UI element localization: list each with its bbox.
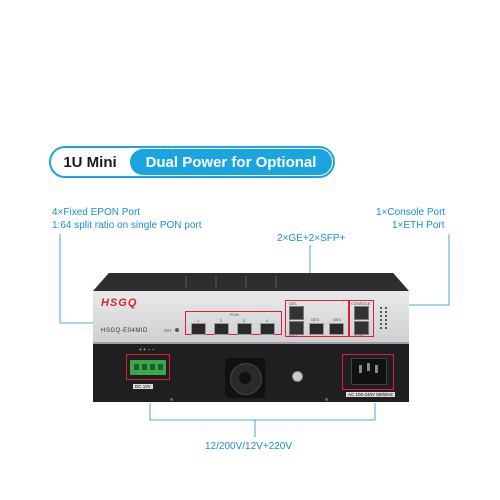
- ge-highlight-box: [285, 300, 349, 337]
- console-callout-line2: 1×ETH Port: [392, 220, 445, 231]
- ge3-sfp-port[interactable]: [309, 323, 324, 335]
- dc-terminal-signs: + + − −: [139, 347, 155, 353]
- ge1-port[interactable]: [289, 306, 304, 320]
- status-led: [380, 307, 382, 309]
- pon-port-2[interactable]: [214, 323, 229, 335]
- pon-port-1[interactable]: [191, 323, 206, 335]
- status-led: [380, 323, 382, 325]
- pon-label: PON: [230, 312, 239, 317]
- screw-icon: [325, 398, 328, 401]
- console-callout-line1: 1×Console Port: [376, 207, 446, 218]
- pon-number-1: 1: [197, 318, 200, 323]
- console-highlight-box: [349, 300, 374, 337]
- power-callout: 12/200V/12V+220V: [205, 441, 293, 452]
- vent-slots: [185, 276, 305, 288]
- pon-port-4[interactable]: [260, 323, 275, 335]
- device-top-cover: [93, 273, 409, 291]
- dc-label: DC 12V: [133, 384, 153, 389]
- ge2-port[interactable]: [289, 321, 304, 335]
- status-led: [385, 315, 387, 317]
- status-led: [380, 319, 382, 321]
- status-led: [385, 319, 387, 321]
- pon-number-2: 2: [220, 318, 223, 323]
- console-label: CONSOLE: [351, 301, 371, 306]
- dc-highlight-box: [126, 354, 170, 380]
- pon-callout-line1: 4×Fixed EPON Port: [52, 207, 141, 218]
- status-led: [380, 327, 382, 329]
- pon-callout-line2: 1:64 split ratio on single PON port: [52, 220, 202, 231]
- ge2-label: GE2: [289, 333, 298, 338]
- power-bracket-line: [149, 403, 376, 421]
- console-leader-line: [408, 234, 450, 306]
- fan-grille: [225, 358, 265, 398]
- ge1-label: GE1: [289, 301, 298, 306]
- title-pill: 1U Mini Dual Power for Optional: [49, 146, 335, 178]
- brand-logo: HSGQ: [101, 297, 138, 309]
- eth-port[interactable]: [354, 321, 369, 335]
- dc-terminal-block[interactable]: [130, 360, 166, 375]
- model-label: HSGQ-E04MID: [101, 328, 148, 334]
- ge4-label: GE4: [333, 317, 342, 322]
- ac-highlight-box: [342, 354, 394, 390]
- ge3-label: GE3: [311, 317, 320, 322]
- status-led: [385, 311, 387, 313]
- ground-screw-icon: [292, 371, 303, 382]
- rear-panel: + + − − DC 12V AC 100-240V 50/60Hz: [93, 344, 409, 402]
- pon-highlight-box: [185, 311, 282, 335]
- ge-callout: 2×GE+2×SFP+: [277, 233, 346, 244]
- status-led: [380, 311, 382, 313]
- pon-port-3[interactable]: [237, 323, 252, 335]
- ac-label: AC 100-240V 50/60Hz: [346, 392, 396, 397]
- front-panel: HSGQ HSGQ-E04MID PON 1 2 3 4 RST GE1 GE2…: [93, 291, 409, 344]
- rst-label: RST: [164, 328, 172, 333]
- pon-number-3: 3: [243, 318, 246, 323]
- status-led: [380, 315, 382, 317]
- title-left: 1U Mini: [63, 153, 117, 171]
- status-led: [385, 323, 387, 325]
- status-led: [385, 307, 387, 309]
- ge4-sfp-port[interactable]: [329, 323, 344, 335]
- reset-button[interactable]: [175, 328, 179, 332]
- status-led: [385, 327, 387, 329]
- ac-power-socket[interactable]: [351, 358, 387, 385]
- title-right: Dual Power for Optional: [130, 149, 332, 175]
- pon-number-4: 4: [266, 318, 269, 323]
- console-port[interactable]: [354, 306, 369, 320]
- eth-label: ETH: [355, 333, 363, 338]
- screw-icon: [170, 398, 173, 401]
